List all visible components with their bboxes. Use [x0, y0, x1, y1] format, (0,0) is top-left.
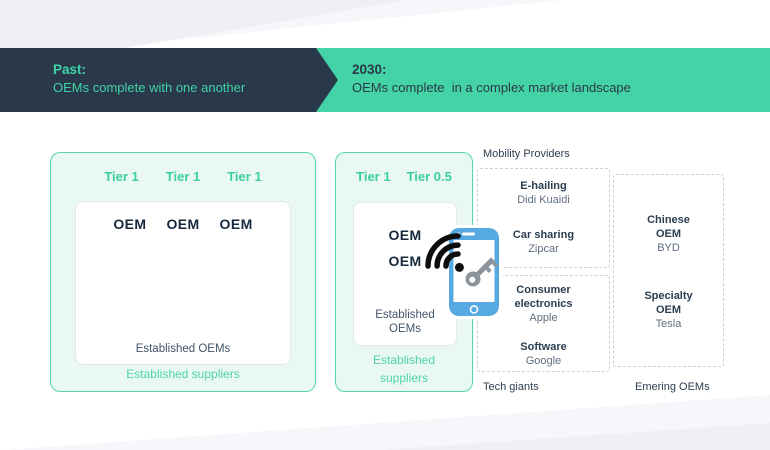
smartphone-icon	[425, 225, 502, 319]
oem-label: OEM	[219, 216, 253, 232]
mobility-entry: Car sharing Zipcar	[513, 228, 574, 256]
oem-label: OEM	[113, 216, 147, 232]
mobility-entry: E-hailing Didi Kuaidi	[517, 179, 570, 207]
entry-value: Didi Kuaidi	[517, 194, 570, 206]
tier-label: Tier 1	[227, 169, 262, 184]
future-inner-caption: Established OEMs	[354, 308, 456, 336]
past-oem-card: OEM OEM OEM	[75, 201, 291, 365]
entry-heading: Consumer electronics	[514, 284, 573, 310]
past-tier-row: Tier 1 Tier 1 Tier 1	[51, 169, 315, 184]
oem-label: OEM	[166, 216, 200, 232]
tech-entry: Software Google	[520, 340, 566, 368]
emerging-entry: Specialty OEM Tesla	[639, 289, 699, 331]
entry-value: Zipcar	[528, 243, 559, 255]
tech-giants-label: Tech giants	[483, 381, 539, 393]
entry-value: Apple	[529, 312, 558, 324]
emerging-oems-box: Chinese OEM BYD Specialty OEM Tesla	[613, 174, 724, 367]
mobility-providers-label: Mobility Providers	[483, 148, 570, 160]
future-inner-caption-text: Established OEMs	[375, 309, 435, 335]
banner-2030-text: 2030: OEMs complete in a complex market …	[352, 61, 631, 97]
banner-2030-title: 2030:	[352, 62, 387, 77]
background-diagonal-bottom-light	[4, 395, 770, 450]
timeline-banner: Past: OEMs complete with one another 203…	[0, 48, 770, 112]
background-diagonal-top-grey	[0, 0, 407, 48]
future-tier-row: Tier 1 Tier 0.5	[336, 169, 472, 184]
entry-value: BYD	[657, 242, 680, 254]
past-inner-caption: Established OEMs	[135, 343, 231, 355]
tier-label: Tier 0.5	[406, 169, 452, 184]
past-panel: Tier 1 Tier 1 Tier 1 OEM OEM OEM	[50, 152, 316, 392]
banner-past-text: Past: OEMs complete with one another	[53, 61, 245, 97]
tech-entry: Consumer electronics Apple	[498, 283, 590, 325]
past-oem-row: OEM OEM OEM	[76, 216, 290, 232]
tier-label: Tier 1	[165, 169, 201, 184]
entry-value: Tesla	[655, 318, 682, 330]
oem-label: OEM	[388, 253, 422, 269]
background-diagonal-bottom-grey	[380, 423, 770, 450]
entry-value: Google	[525, 355, 562, 367]
entry-heading: Car sharing	[512, 229, 575, 241]
entry-heading: Chinese OEM	[647, 214, 690, 240]
banner-2030-segment	[314, 48, 770, 112]
future-panel-caption: Established suppliers	[336, 351, 472, 387]
banner-2030-subtitle: OEMs complete in a complex market landsc…	[352, 80, 631, 95]
banner-past-segment	[0, 48, 338, 112]
entry-heading: Specialty OEM	[644, 290, 693, 316]
banner-past-subtitle: OEMs complete with one another	[53, 80, 246, 95]
tier-label: Tier 1	[356, 169, 391, 184]
wireless-signal-icon	[425, 233, 464, 272]
emerging-oems-label: Emering OEMs	[635, 381, 710, 393]
entry-heading: Software	[520, 341, 567, 353]
emerging-entry: Chinese OEM BYD	[639, 213, 699, 255]
past-panel-caption: Established suppliers	[126, 367, 240, 381]
mobility-providers-box: E-hailing Didi Kuaidi Car sharing Zipcar	[477, 168, 610, 268]
oem-label: OEM	[388, 227, 422, 243]
key-icon	[465, 257, 499, 287]
tech-giants-box: Consumer electronics Apple Software Goog…	[477, 275, 610, 372]
banner-past-title: Past:	[53, 62, 87, 77]
tier-label: Tier 1	[104, 169, 139, 184]
future-panel-caption-text: Established suppliers	[372, 353, 436, 385]
background-diagonal-top-light	[0, 0, 563, 48]
future-oem-card: OEM OEM Established OEMs	[353, 202, 457, 346]
future-oem-column: OEM OEM	[354, 227, 456, 269]
entry-heading: E-hailing	[520, 180, 567, 192]
